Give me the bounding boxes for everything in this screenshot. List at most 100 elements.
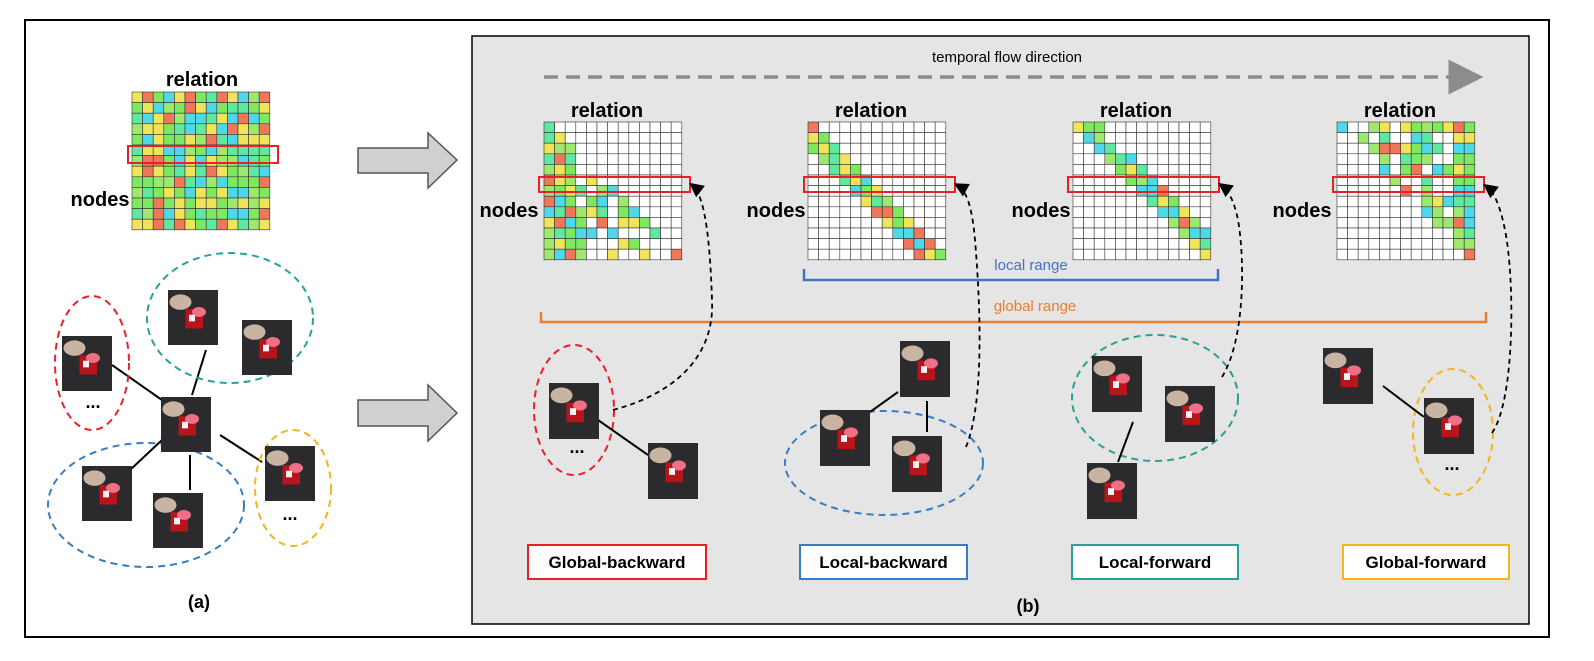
matrix-cell <box>1347 238 1359 250</box>
matrix-cell <box>258 197 271 209</box>
matrix-cell <box>1146 217 1159 229</box>
matrix-cell <box>195 134 207 146</box>
matrix-2-title: relation <box>835 100 907 122</box>
matrix-cell <box>575 227 587 239</box>
matrix-cell <box>1083 227 1095 239</box>
matrix-cell <box>1379 248 1391 261</box>
category-label-3: Local-forward <box>1099 553 1211 572</box>
matrix-cell <box>818 248 830 261</box>
matrix-cell <box>607 185 619 197</box>
matrix-cell <box>871 142 883 155</box>
matrix-cell <box>892 248 904 261</box>
matrix-cell <box>248 208 260 220</box>
matrix-cell <box>1400 238 1412 250</box>
matrix-cell <box>871 185 883 197</box>
matrix-4-title: relation <box>1364 100 1436 122</box>
matrix-cell <box>1104 185 1116 197</box>
matrix-cell <box>1093 164 1106 176</box>
matrix-cell <box>1357 217 1370 229</box>
matrix-cell <box>575 164 587 176</box>
matrix-cell <box>142 123 154 135</box>
matrix-cell <box>1157 206 1169 218</box>
matrix-cell <box>1178 185 1190 197</box>
matrix-cell <box>828 227 841 239</box>
matrix-cell <box>1104 217 1116 229</box>
matrix-cell <box>543 227 555 239</box>
matrix-cell <box>1083 195 1095 208</box>
matrix-cell <box>1368 227 1380 239</box>
matrix-cell <box>184 165 196 178</box>
photo-a-3 <box>242 320 292 375</box>
matrix-cell <box>871 164 883 176</box>
matrix-cell <box>903 248 915 261</box>
matrix-cell <box>1432 185 1444 197</box>
matrix-cell <box>903 142 915 155</box>
matrix-cell <box>1400 248 1412 261</box>
matrix-cell <box>227 112 239 125</box>
matrix-4-ylabel: nodes <box>1273 200 1332 222</box>
matrix-cell <box>860 227 872 239</box>
matrix-cell <box>1400 121 1412 133</box>
matrix-cell <box>1432 206 1444 218</box>
matrix-cell <box>1093 142 1106 155</box>
matrix-cell <box>1442 153 1454 165</box>
matrix-cell <box>913 164 925 176</box>
matrix-cell <box>892 195 904 208</box>
photo-a-1 <box>62 336 112 391</box>
matrix-cell <box>903 185 915 197</box>
matrix-cell <box>174 176 186 188</box>
matrix-cell <box>142 91 154 103</box>
matrix-cell <box>1389 121 1401 133</box>
matrix-cell <box>1410 164 1423 176</box>
matrix-cell <box>248 187 260 199</box>
matrix-cell <box>628 238 640 250</box>
matrix-cell <box>1146 132 1159 144</box>
matrix-cell <box>1463 142 1476 155</box>
matrix-cell <box>850 153 862 165</box>
global-range-bracket <box>539 312 1488 324</box>
matrix-cell <box>1453 227 1465 239</box>
matrix-cell <box>1072 142 1084 155</box>
matrix-cell <box>649 195 661 208</box>
matrix-cell <box>1389 164 1401 176</box>
matrix-cell <box>564 195 577 208</box>
block-arrow-top <box>357 131 459 190</box>
matrix-cell <box>227 176 239 188</box>
panel-b-node-photos <box>549 341 1474 519</box>
matrix-cell <box>924 238 936 250</box>
matrix-cell <box>248 91 260 103</box>
matrix-cell <box>131 91 143 103</box>
matrix-cell <box>649 238 661 250</box>
matrix-cell <box>184 187 196 199</box>
matrix-cell <box>670 227 683 239</box>
photo-b-9 <box>1323 348 1373 404</box>
matrix-cell <box>1178 132 1190 144</box>
matrix-cell <box>649 227 661 239</box>
matrix-cell <box>1421 206 1433 218</box>
matrix-cell <box>913 153 925 165</box>
matrix-cell <box>860 153 872 165</box>
matrix-cell <box>1136 132 1148 144</box>
matrix-cell <box>1357 164 1370 176</box>
matrix-cell <box>1146 238 1159 250</box>
matrix-cell <box>1199 164 1212 176</box>
matrix-cell <box>839 195 851 208</box>
matrix-cell <box>660 153 672 165</box>
matrix-cell <box>564 164 577 176</box>
matrix-cell <box>1115 217 1127 229</box>
matrix-cell <box>934 217 947 229</box>
matrix-cell <box>1400 164 1412 176</box>
matrix-cell <box>1136 164 1148 176</box>
matrix-cell <box>860 142 872 155</box>
matrix-cell <box>227 102 239 114</box>
matrix-cell <box>892 121 904 133</box>
matrix-cell <box>142 155 154 167</box>
matrix-cell <box>1347 248 1359 261</box>
matrix-cell <box>1178 153 1190 165</box>
matrix-cell <box>934 248 947 261</box>
matrix-cell <box>818 132 830 144</box>
matrix-cell <box>670 142 683 155</box>
matrix-cell <box>639 142 651 155</box>
matrix-cell <box>1157 121 1169 133</box>
matrix-cell <box>850 195 862 208</box>
